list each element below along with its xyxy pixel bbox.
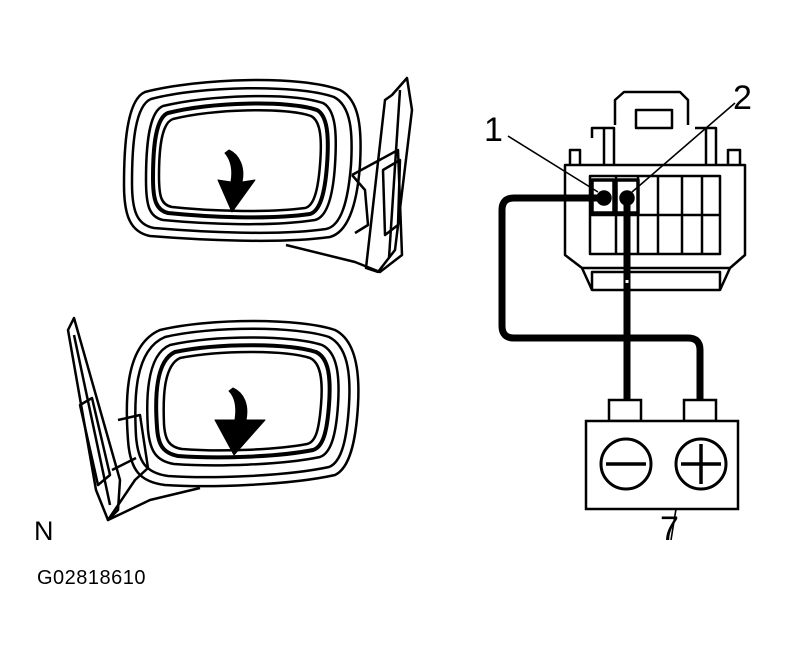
lower-mirror-glass-frame	[145, 336, 340, 467]
wire-positive	[498, 194, 704, 400]
battery	[584, 398, 740, 541]
upper-mirror-mount-plate	[364, 76, 414, 274]
upper-mirror	[122, 76, 414, 274]
orientation-mark: N	[34, 516, 54, 546]
lower-mirror-tilt-arrow[interactable]	[214, 387, 266, 456]
mirror-connector	[563, 90, 747, 292]
upper-mirror-glass-frame	[144, 94, 338, 226]
test-wires	[498, 194, 704, 400]
lower-mirror-arm	[106, 413, 201, 522]
upper-mirror-tilt-arrow[interactable]	[217, 149, 256, 213]
lower-mirror-mount-edge	[72, 334, 112, 506]
upper-mirror-housing	[122, 78, 362, 243]
minus-symbol	[599, 437, 653, 491]
lower-mirror-housing	[125, 319, 360, 488]
plus-symbol	[674, 437, 728, 491]
upper-mirror-arm	[285, 148, 404, 274]
battery-negative-post	[607, 398, 643, 423]
lower-mirror-mount-plate	[66, 316, 122, 522]
callout-leaders	[507, 102, 736, 193]
leader-7	[670, 508, 677, 541]
battery-positive-post	[682, 398, 718, 423]
callout-1: 1	[484, 111, 503, 149]
lower-mirror	[66, 316, 360, 522]
figure-code: G02818610	[37, 567, 147, 589]
leader-1	[507, 135, 599, 193]
callout-2: 2	[733, 79, 752, 117]
callout-7: 7	[660, 510, 679, 548]
connector-latch	[613, 90, 690, 125]
leader-2	[631, 102, 736, 193]
